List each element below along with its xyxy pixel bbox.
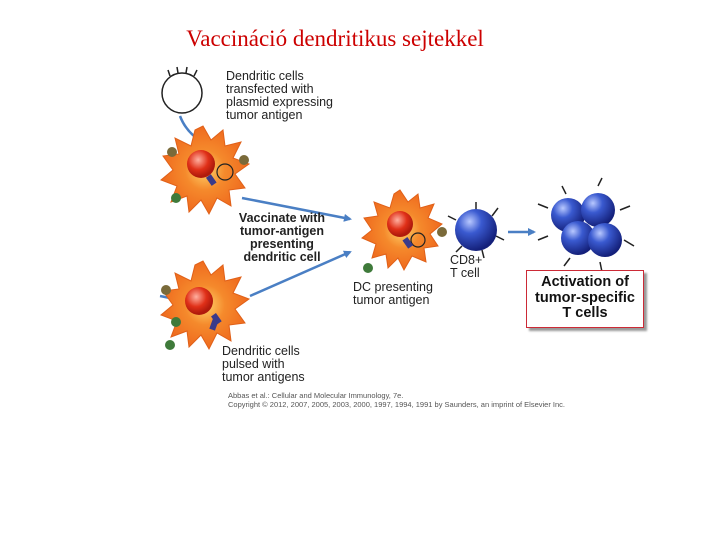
label-vaccinate: Vaccinate with tumor-antigen presenting …: [222, 212, 342, 264]
label-cd8-t-cell: CD8+ T cell: [450, 254, 482, 280]
dendritic-cell-center: [362, 190, 442, 270]
copyright-credit: Abbas et al.: Cellular and Molecular Imm…: [228, 391, 565, 409]
label-pulsed-dc: Dendritic cells pulsed with tumor antige…: [222, 345, 305, 384]
plasmid-icon: [162, 67, 202, 113]
activated-t-cell-cluster: [538, 178, 634, 272]
activation-box: Activation of tumor-specific T cells: [526, 270, 644, 328]
label-transfected-dc: Dendritic cells transfected with plasmid…: [226, 70, 333, 122]
cd8-t-cell: [448, 202, 504, 258]
dendritic-cell-bottom: [161, 261, 249, 349]
label-dc-presenting: DC presenting tumor antigen: [353, 281, 433, 307]
